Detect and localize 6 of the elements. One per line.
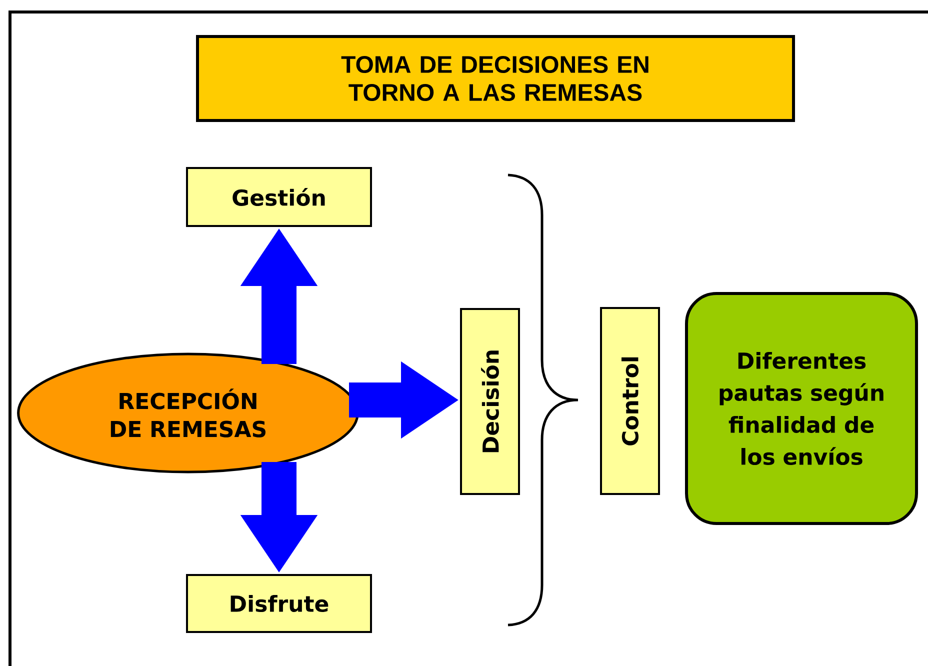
label-box: Decisión <box>460 308 520 495</box>
label-box: Control <box>600 307 660 495</box>
result-box: Diferentes pautas según finalidad de los envíos <box>685 292 918 525</box>
title-box: TOMA DE DECISIONES EN TORNO A LAS REMESAS <box>196 35 796 122</box>
label-box: Disfrute <box>186 574 372 633</box>
label-box: Gestión <box>186 167 372 227</box>
